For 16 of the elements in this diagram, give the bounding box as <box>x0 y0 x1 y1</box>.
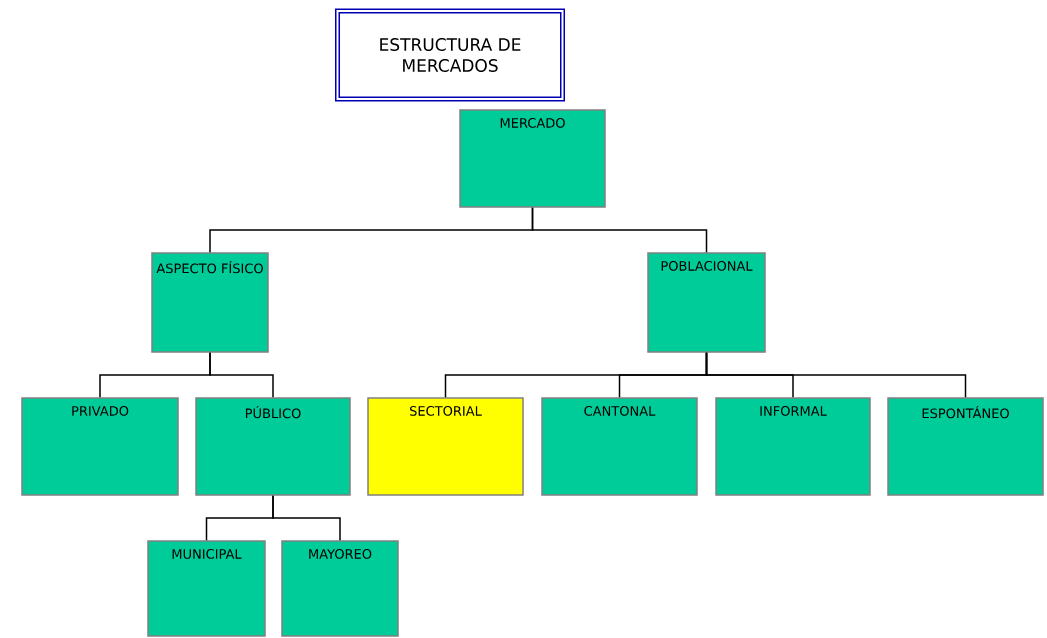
title-box: ESTRUCTURA DE MERCADOS <box>335 8 565 102</box>
connector-line <box>705 352 967 398</box>
connector-line <box>209 352 274 398</box>
category-box: MERCADO <box>459 109 606 208</box>
category-box: MUNICIPAL <box>147 540 266 637</box>
category-box: INFORMAL <box>715 397 871 496</box>
category-box: ESPONTÁNEO <box>887 397 1044 496</box>
category-box: PRIVADO <box>21 397 179 496</box>
category-box: ASPECTO FÍSICO <box>151 252 269 353</box>
category-box: SECTORIAL <box>367 397 524 496</box>
category-box: MAYOREO <box>281 540 399 637</box>
category-box: CANTONAL <box>541 397 698 496</box>
category-box: POBLACIONAL <box>647 252 766 353</box>
connector-line <box>272 495 341 541</box>
connector-line <box>531 207 708 253</box>
category-box: PÚBLICO <box>195 397 351 496</box>
